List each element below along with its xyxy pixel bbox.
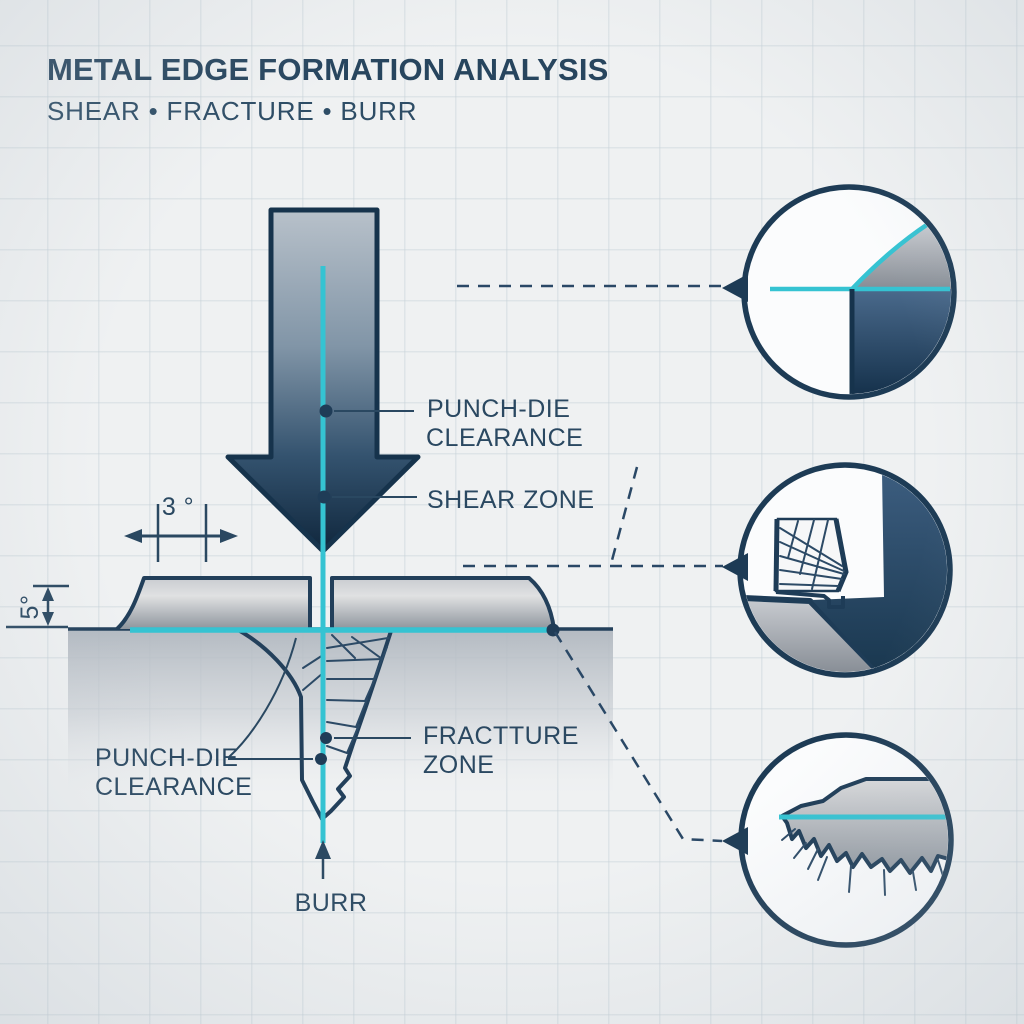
label-fracture-zone-2: ZONE [423, 751, 494, 779]
label-punch-die-clearance-lower-1: PUNCH-DIE [95, 744, 238, 772]
sheet-metal [115, 576, 556, 631]
detail-burr-content [779, 777, 948, 896]
label-punch-die-clearance-upper-1: PUNCH-DIE [427, 395, 570, 423]
detail-circle-shear [722, 462, 953, 678]
callout-tail-icon [722, 553, 748, 581]
detail-circle-rollover [722, 184, 957, 400]
diagram-labels: PUNCH-DIE CLEARANCE SHEAR ZONE FRACTTURE… [95, 395, 595, 917]
arrow-left-icon [124, 529, 142, 543]
detail-circle-burr [722, 732, 954, 948]
page-subtitle: SHEAR • FRACTURE • BURR [47, 96, 418, 126]
detail-shear-content [743, 472, 947, 672]
die-block-body [68, 629, 613, 799]
arrow-down-icon [42, 612, 54, 626]
burr-arrow [315, 840, 331, 879]
leader-dot [320, 732, 332, 744]
arrow-right-icon [220, 529, 238, 543]
sheet-right-body [332, 578, 554, 629]
page-title: METAL EDGE FORMATION ANALYSIS [47, 52, 609, 87]
leader-lines [228, 404, 560, 765]
label-burr: BURR [295, 889, 368, 917]
clearance-leader-curve [228, 637, 297, 758]
angle-5deg-label: 5° [16, 595, 44, 620]
leader-dot [315, 753, 327, 765]
cut-centerlines [130, 266, 553, 843]
angle-3deg-label: 3 ° [162, 493, 194, 521]
leader-dot [319, 404, 333, 418]
dimension-3deg: 3 ° [124, 493, 238, 562]
arrow-up-icon [42, 587, 54, 601]
dashed-connectors [457, 284, 723, 843]
leader-dot [317, 490, 331, 504]
label-punch-die-clearance-lower-2: CLEARANCE [95, 773, 252, 801]
sheet-left-outline [115, 576, 312, 631]
label-fracture-zone-1: FRACTTURE [423, 722, 579, 750]
callout-tail-icon [722, 274, 748, 302]
sheet-right-outline [330, 576, 556, 630]
arrow-up-icon [315, 840, 331, 859]
fracture-web-lines [302, 634, 389, 754]
detail-shear-web [779, 519, 845, 590]
connector-shear-stub [609, 466, 639, 565]
dimension-5deg: 5° [6, 584, 69, 629]
callout-tail-icon [722, 827, 748, 855]
fracture-funnel [238, 629, 393, 821]
burr-whiskers [781, 828, 944, 896]
die-block [68, 627, 613, 799]
sheet-left-body [117, 578, 310, 629]
header: METAL EDGE FORMATION ANALYSIS SHEAR • FR… [47, 52, 609, 127]
label-punch-die-clearance-upper-2: CLEARANCE [426, 424, 583, 452]
detail-rollover-content [770, 222, 951, 394]
label-shear-zone: SHEAR ZONE [427, 486, 595, 514]
